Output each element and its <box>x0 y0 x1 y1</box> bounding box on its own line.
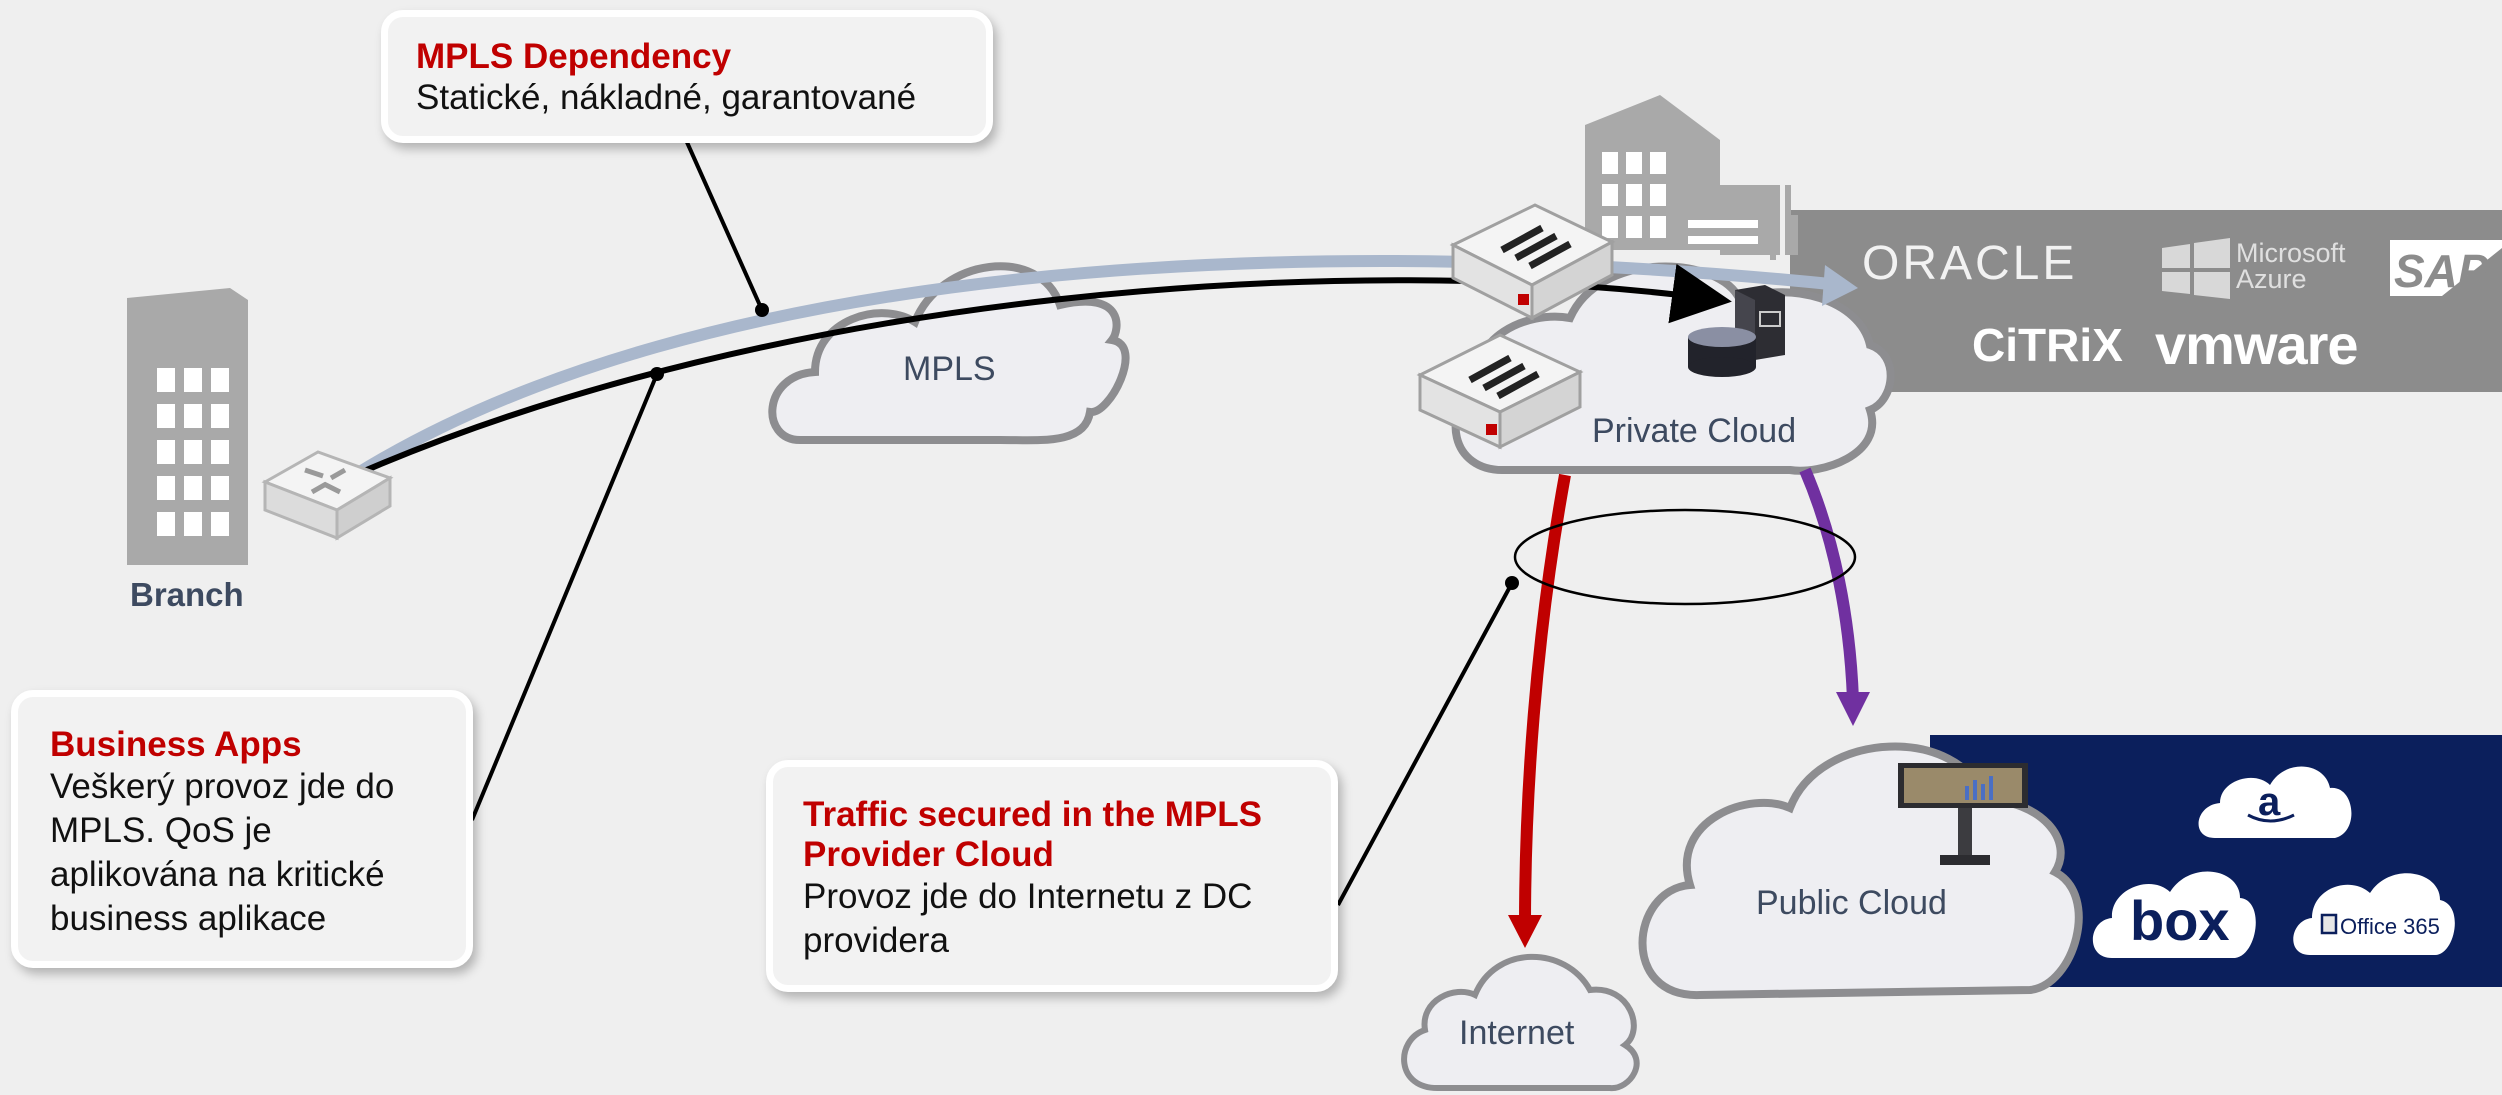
storage-icon <box>1688 327 1756 377</box>
traffic-secured-line-2: providera <box>803 921 949 960</box>
business-apps-title: Business Apps <box>50 725 302 764</box>
business-apps-line-3: aplikována na kritické <box>50 855 385 894</box>
datacenter-building-icon <box>1585 95 1798 260</box>
box-cloud-icon <box>2092 871 2256 958</box>
business-apps-leader-dot <box>650 367 664 381</box>
mpls-dependency-leader-dot <box>755 303 769 317</box>
branch-building-icon <box>127 288 248 565</box>
office365-logo: Office 365 <box>2340 914 2440 939</box>
mpls-dependency-leader <box>684 139 764 311</box>
business-apps-line-2: MPLS. QoS je <box>50 811 272 850</box>
traffic-secured-title-line-2: Provider Cloud <box>803 835 1054 874</box>
traffic-secured-title-line-1: Traffic secured in the MPLS <box>803 795 1262 834</box>
sap-logo: SAP <box>2394 245 2489 297</box>
box-logo: box <box>2130 889 2230 952</box>
mpls-dependency-title: MPLS Dependency <box>416 37 732 76</box>
public-traffic-arrowhead <box>1836 692 1870 726</box>
traffic-split-ellipse <box>1513 508 1857 606</box>
overlay-path-arrowhead <box>1822 265 1858 306</box>
kiosk-icon <box>1898 763 2028 865</box>
firewall-appliance-top-icon <box>1449 203 1616 321</box>
vmware-logo: vmware <box>2155 313 2359 376</box>
mpls-dependency-callout: MPLS Dependency Statické, nákladné, gara… <box>381 10 993 143</box>
amazon-cloud-icon <box>2198 766 2352 838</box>
oracle-logo: ORACLE <box>1862 237 2078 290</box>
branch-router-icon <box>261 450 394 541</box>
firewall-appliance-bottom-icon <box>1416 333 1584 450</box>
internet-label: Internet <box>1459 1014 1575 1052</box>
sap-logo-icon <box>2390 240 2502 296</box>
traffic-secured-callout: Traffic secured in the MPLS Provider Clo… <box>766 760 1338 992</box>
microsoft-windows-icon <box>2162 238 2230 299</box>
traffic-secured-leader-dot <box>1505 576 1519 590</box>
business-apps-line-4: business aplikace <box>50 899 327 938</box>
public-cloud-label: Public Cloud <box>1756 884 1947 922</box>
traffic-secured-leader <box>1336 582 1514 906</box>
microsoft-logo-line1: Microsoft <box>2236 238 2346 268</box>
mpls-label: MPLS <box>903 350 996 388</box>
internet-cloud <box>1401 953 1640 1092</box>
business-apps-line-1: Veškerý provoz jde do <box>50 767 395 806</box>
mpls-dependency-text: Statické, nákladné, garantované <box>416 78 917 117</box>
citrix-logo: CiTRiX <box>1972 319 2123 371</box>
internet-traffic-line <box>1519 473 1571 926</box>
private-cloud-label: Private Cloud <box>1592 412 1797 450</box>
amazon-smile-icon <box>2247 813 2295 823</box>
business-apps-callout: Business Apps Veškerý provoz jde do MPLS… <box>11 690 473 968</box>
office365-glyph-icon <box>2320 913 2338 935</box>
amazon-logo: a <box>2258 780 2281 824</box>
office365-cloud-icon <box>2293 873 2455 955</box>
business-apps-leader <box>470 373 659 821</box>
internet-traffic-arrowhead <box>1508 915 1542 948</box>
branch-label: Branch <box>130 576 244 613</box>
microsoft-logo-line2: Azure <box>2236 264 2307 294</box>
enterprise-apps-band <box>1790 210 2502 392</box>
traffic-secured-line-1: Provoz jde do Internetu z DC <box>803 877 1253 916</box>
public-traffic-line <box>1799 467 1859 701</box>
